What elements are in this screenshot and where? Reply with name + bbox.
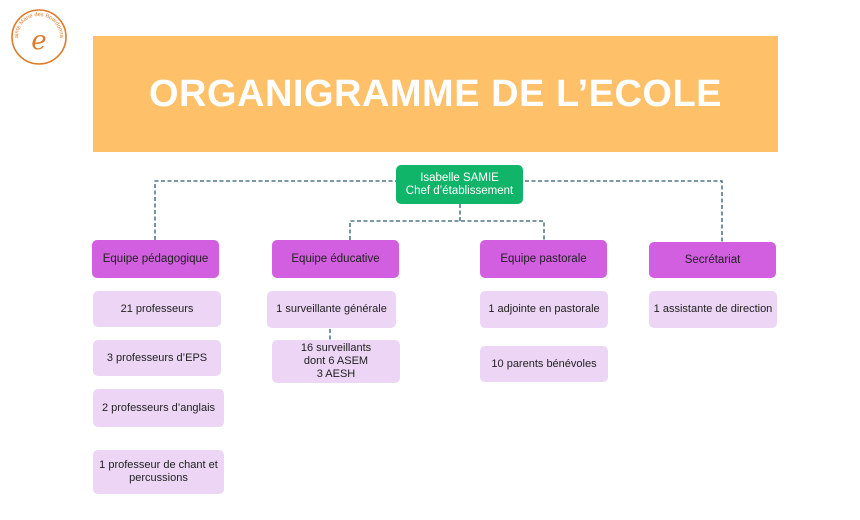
connector-inner bbox=[349, 220, 545, 240]
chief-role: Chef d’établissement bbox=[405, 184, 514, 197]
team-item: 3 professeurs d’EPS bbox=[93, 340, 221, 376]
team-header-educative: Equipe éducative bbox=[272, 240, 399, 278]
team-item: 1 adjointe en pastorale bbox=[480, 291, 608, 328]
team-item: 1 assistante de direction bbox=[649, 291, 777, 328]
page-title: ORGANIGRAMME DE L’ECOLE bbox=[148, 72, 723, 115]
team-item: 1 professeur de chant et percussions bbox=[93, 450, 224, 494]
team-item: 21 professeurs bbox=[93, 291, 221, 327]
chief-box: Isabelle SAMIE Chef d’établissement bbox=[396, 165, 523, 204]
connector-outer bbox=[154, 180, 723, 242]
title-banner: ORGANIGRAMME DE L’ECOLE bbox=[93, 36, 778, 152]
chief-name: Isabelle SAMIE bbox=[420, 171, 499, 184]
team-header-secretariat: Secrétariat bbox=[649, 242, 776, 278]
team-header-pastorale: Equipe pastorale bbox=[480, 240, 607, 278]
school-logo: Sainte Marie des Bourdonnais e bbox=[8, 6, 67, 65]
logo-glyph: e bbox=[31, 26, 46, 56]
team-item: 1 surveillante générale bbox=[267, 291, 396, 328]
team-item: 16 surveillants dont 6 ASEM 3 AESH bbox=[272, 340, 400, 383]
team-item: 10 parents bénévoles bbox=[480, 346, 608, 382]
team-item: 2 professeurs d’anglais bbox=[93, 389, 224, 427]
team-header-pedagogique: Equipe pédagogique bbox=[92, 240, 219, 278]
